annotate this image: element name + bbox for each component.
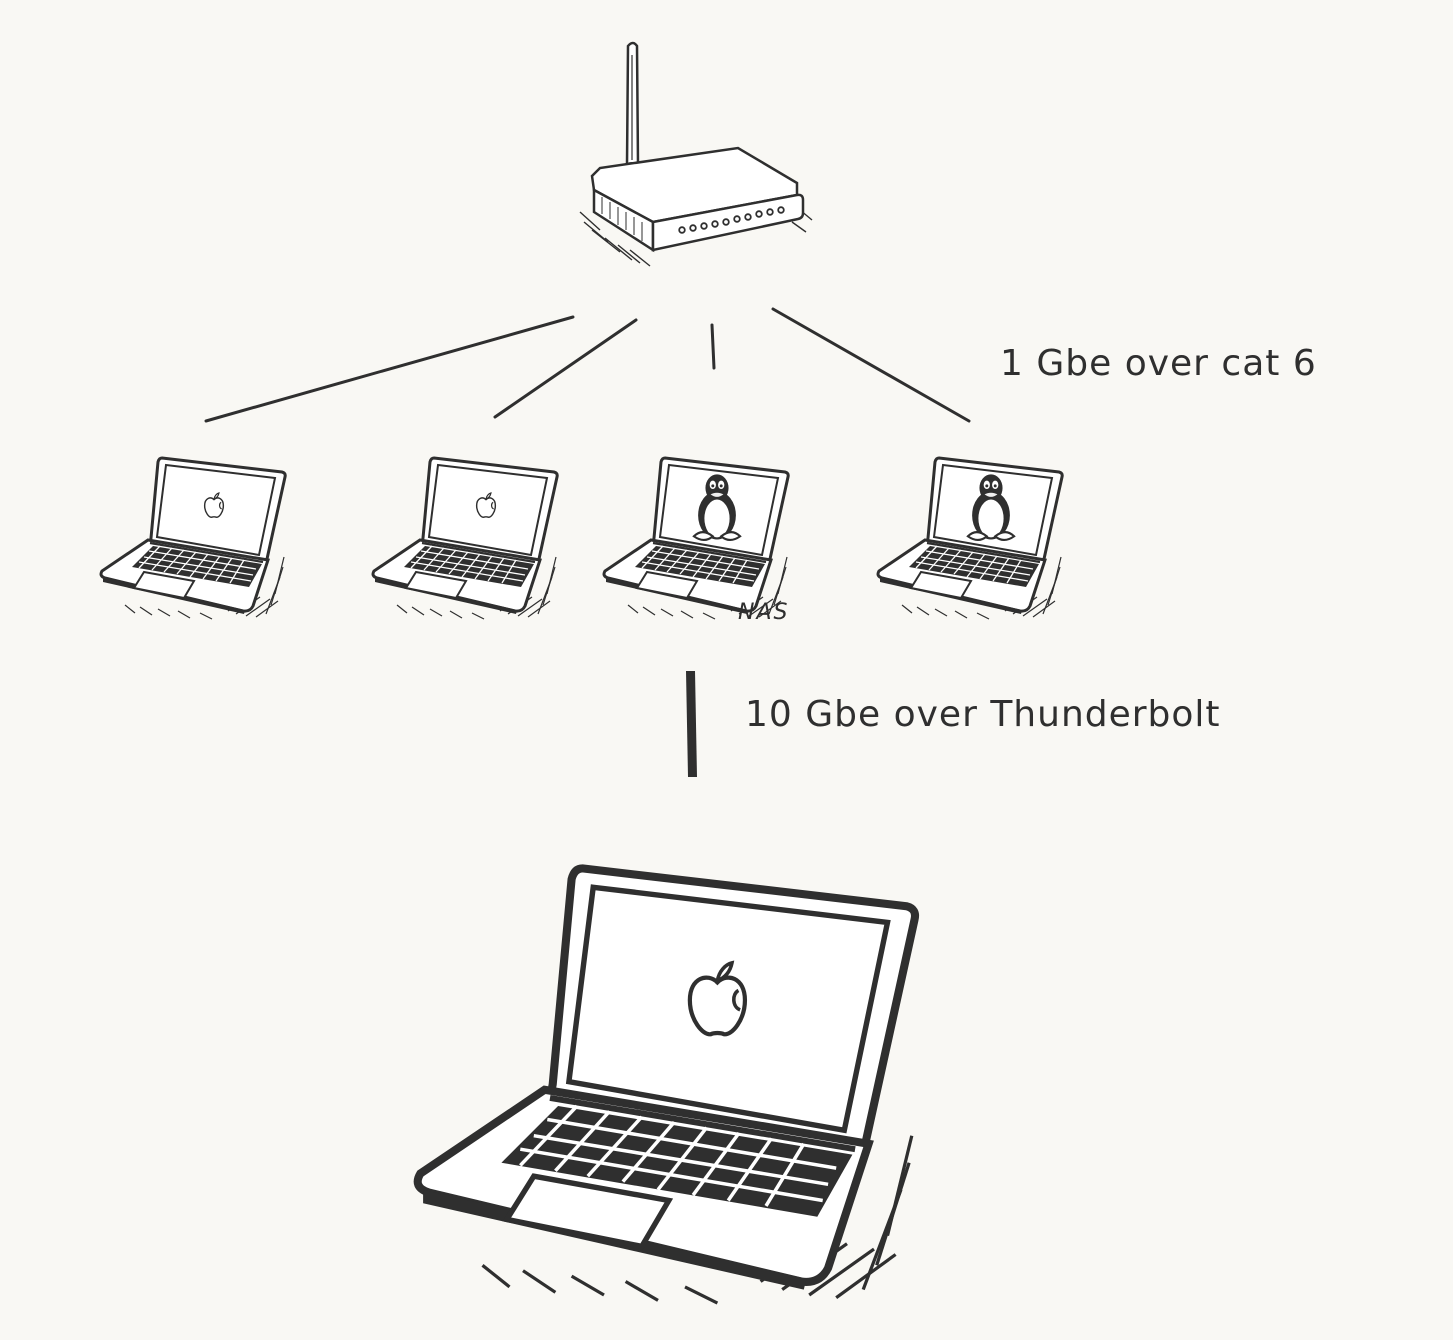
- laptop-4: [876, 456, 1064, 621]
- link-router-laptop-4: [771, 307, 971, 423]
- link-router-laptop-3: [710, 323, 716, 370]
- link-router-laptop-1: [204, 315, 575, 423]
- cat6-links: [204, 307, 971, 423]
- laptop-nas: [602, 456, 790, 621]
- cat6-link-label: 1 Gbe over cat 6: [1000, 343, 1317, 384]
- router-icon: [579, 41, 813, 267]
- nas-label: NAS: [738, 600, 790, 625]
- link-router-laptop-2: [493, 318, 638, 419]
- thunderbolt-link: [686, 671, 697, 777]
- main-laptop: [418, 868, 915, 1303]
- thunderbolt-link-label: 10 Gbe over Thunderbolt: [745, 694, 1221, 735]
- laptop-1: [99, 456, 287, 621]
- laptop-2: [371, 456, 559, 621]
